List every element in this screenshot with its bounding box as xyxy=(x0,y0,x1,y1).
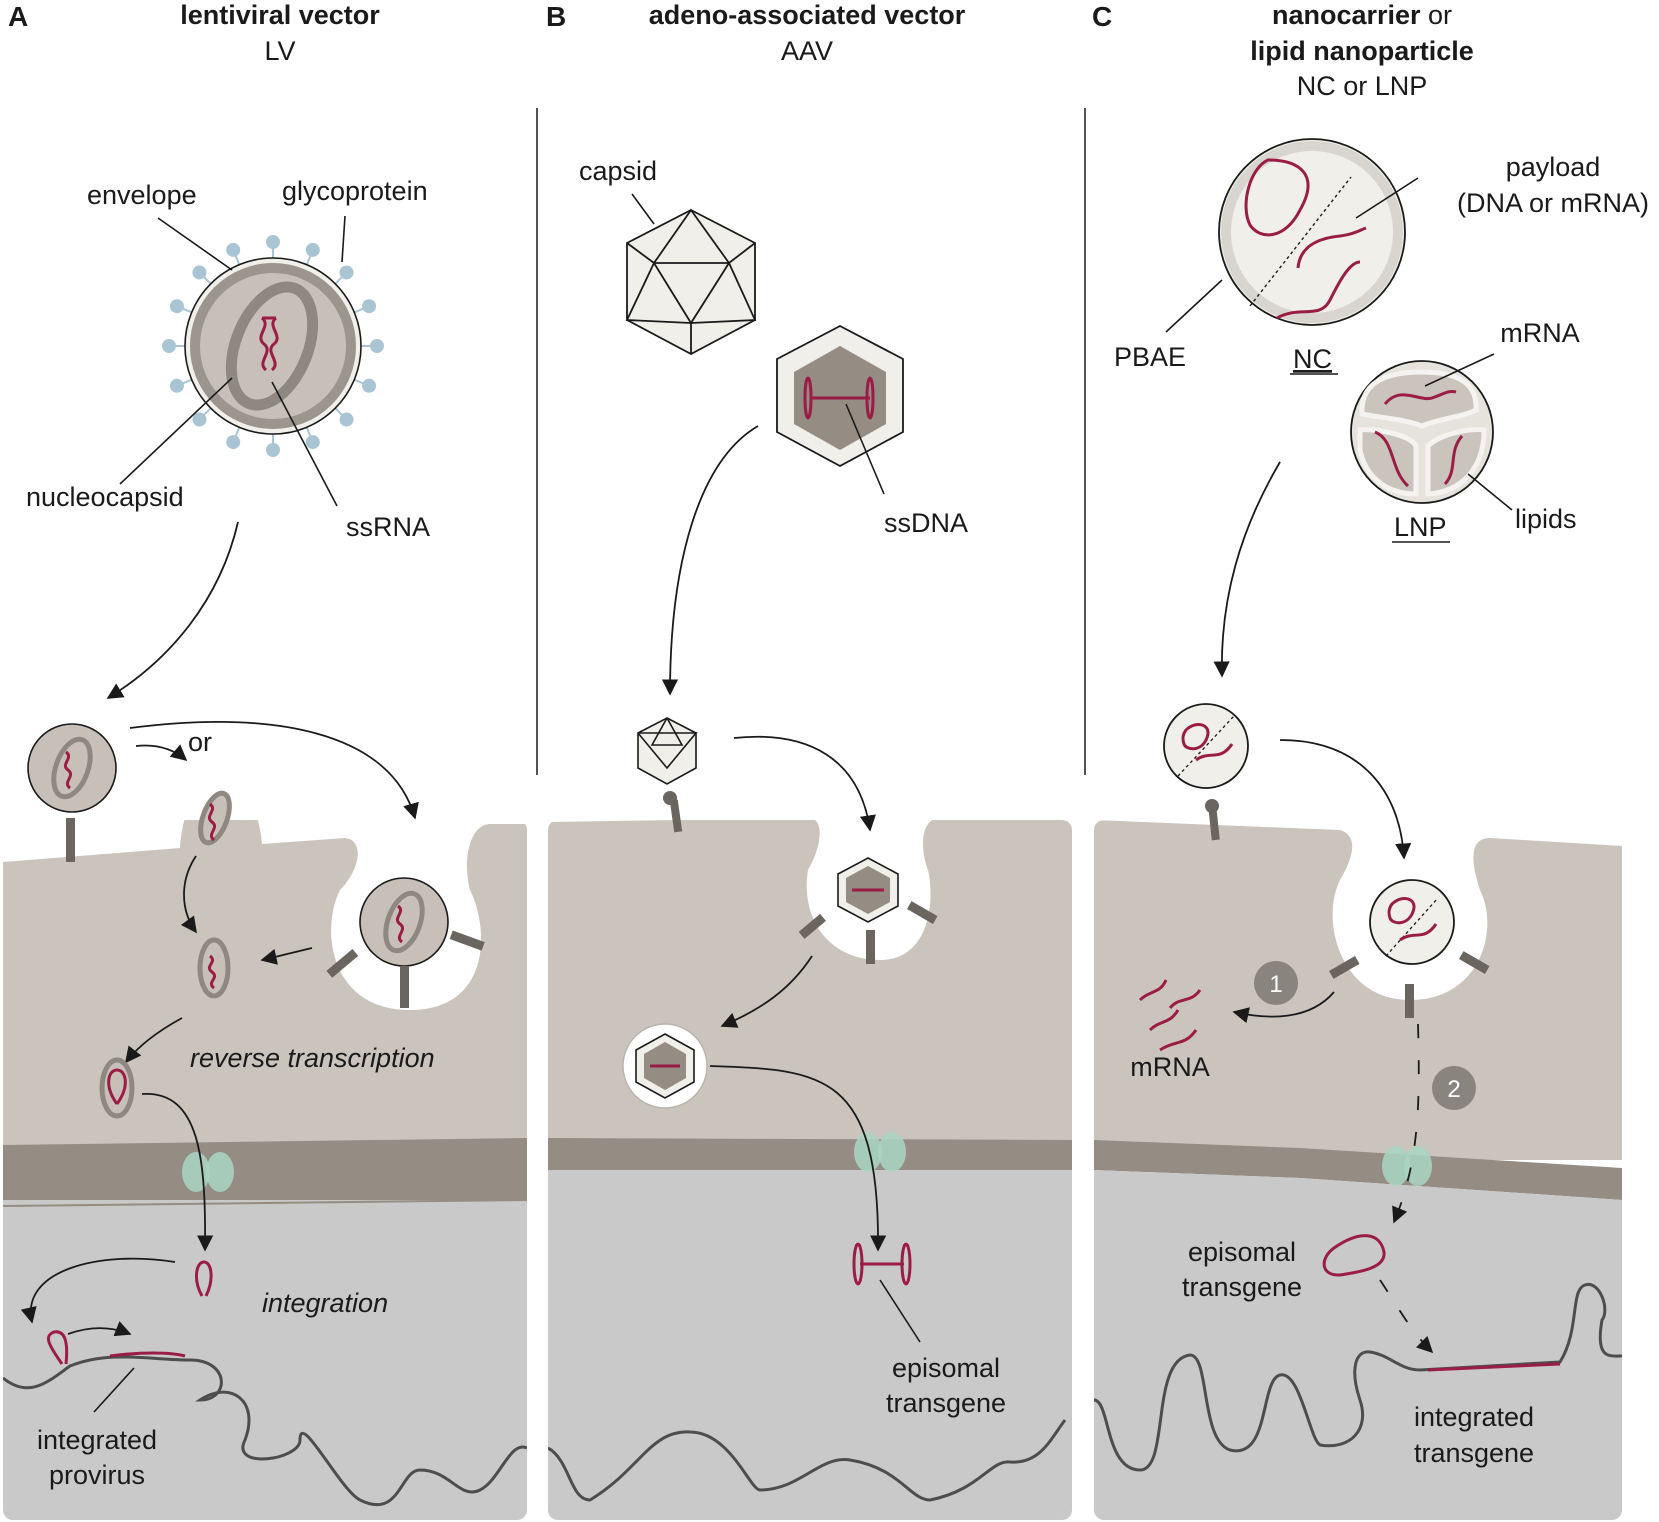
provirus-dna-icon xyxy=(195,1260,213,1297)
svg-text:1: 1 xyxy=(1269,971,1282,998)
panel-c-subtitle: NC or LNP xyxy=(1297,71,1428,101)
panel-letter-a: A xyxy=(8,1,28,32)
lentivirus-bound xyxy=(27,723,117,862)
label-reverse-transcription: reverse transcription xyxy=(190,1043,435,1073)
step-2-badge: 2 xyxy=(1432,1066,1476,1110)
label-integrated-c-2: transgene xyxy=(1414,1438,1534,1468)
glycoprotein-spikes-icon xyxy=(162,235,384,457)
glycoprotein-icon xyxy=(305,242,320,257)
nuclear-envelope-b xyxy=(548,1138,1072,1170)
cytoplasm-a xyxy=(3,820,527,1200)
lipid-nanoparticle-icon xyxy=(1350,360,1494,504)
label-payload-1: payload xyxy=(1506,152,1601,182)
glycoprotein-icon xyxy=(362,378,377,393)
nuclear-envelope-c xyxy=(1094,1140,1622,1200)
released-mrna-icon xyxy=(1138,979,1202,1052)
chromatin-b xyxy=(548,1419,1067,1502)
reverse-transcribed-capsid xyxy=(99,1057,135,1119)
nanocarrier-bound xyxy=(1163,703,1249,789)
label-mRNA-lnp: mRNA xyxy=(1500,318,1580,348)
nuclear-pore-icon xyxy=(182,1152,210,1192)
glycoprotein-icon xyxy=(169,299,184,314)
aav-cross-section xyxy=(776,324,904,468)
label-mRNA-cyto: mRNA xyxy=(1130,1052,1210,1082)
cytoplasm-c xyxy=(1094,820,1622,1160)
nanocarrier-icon xyxy=(1218,138,1406,326)
panel-b: B adeno-associated vector AAV capsid ssD… xyxy=(546,0,1072,1520)
label-payload-2: (DNA or mRNA) xyxy=(1457,188,1649,218)
panel-c-title-2: lipid nanoparticle xyxy=(1250,36,1474,66)
glycoprotein-icon xyxy=(370,339,384,353)
label-glycoprotein: glycoprotein xyxy=(282,176,428,206)
lentivirus-fusing xyxy=(198,790,232,846)
uncoated-capsid xyxy=(197,937,231,999)
label-PBAE: PBAE xyxy=(1114,342,1186,372)
glycoprotein-icon xyxy=(226,435,241,450)
panel-c: C nanocarrier or lipid nanoparticle NC o… xyxy=(1092,0,1649,1520)
glycoprotein-icon xyxy=(192,265,207,280)
label-capsid: capsid xyxy=(579,156,657,186)
label-envelope: envelope xyxy=(87,180,197,210)
label-integrated-provirus-2: provirus xyxy=(49,1460,145,1490)
glycoprotein-icon xyxy=(362,299,377,314)
glycoprotein-icon xyxy=(339,412,354,427)
panel-b-title: adeno-associated vector xyxy=(649,0,966,30)
label-integrated-c-1: integrated xyxy=(1414,1402,1534,1432)
panel-letter-c: C xyxy=(1092,1,1112,32)
episomal-plasmid-icon xyxy=(1322,1234,1386,1277)
arrow-entry-a xyxy=(106,521,239,699)
integrated-provirus-icon xyxy=(109,1351,186,1358)
cytoplasm-b xyxy=(548,820,1072,1160)
glycoprotein-icon xyxy=(226,242,241,257)
glycoprotein-icon xyxy=(266,235,280,249)
episomal-transgene-icon xyxy=(852,1242,912,1286)
aav-endosome xyxy=(837,857,899,923)
glycoprotein-icon xyxy=(169,378,184,393)
glycoprotein-icon xyxy=(162,339,176,353)
label-integrated-provirus-1: integrated xyxy=(37,1425,157,1455)
panel-a: A lentiviral vector LV envelope glycopro… xyxy=(3,0,527,1520)
nuclear-envelope-a xyxy=(3,1138,527,1206)
label-episomal-c-1: episomal xyxy=(1188,1237,1296,1267)
label-nucleocapsid: nucleocapsid xyxy=(26,482,184,512)
nucleus-c xyxy=(1094,1170,1622,1520)
label-ssDNA: ssDNA xyxy=(884,508,968,538)
label-episomal-c-2: transgene xyxy=(1182,1272,1302,1302)
nanocarrier-endosome xyxy=(1369,879,1455,965)
aav-bound xyxy=(637,717,698,785)
label-episomal-b-2: transgene xyxy=(886,1388,1006,1418)
label-LNP: LNP xyxy=(1394,512,1447,542)
label-lipids: lipids xyxy=(1515,504,1577,534)
glycoprotein-icon xyxy=(305,435,320,450)
lentivirus-particle xyxy=(162,235,384,457)
label-episomal-b-1: episomal xyxy=(892,1353,1000,1383)
lentivirus-endosome xyxy=(326,877,485,1008)
glycoprotein-icon xyxy=(266,443,280,457)
glycoprotein-icon xyxy=(192,412,207,427)
aav-endosome-cytoplasm xyxy=(622,1023,708,1109)
chromatin-c xyxy=(1094,1283,1622,1472)
label-ssRNA: ssRNA xyxy=(346,512,430,542)
panel-a-title: lentiviral vector xyxy=(180,0,380,30)
panel-b-subtitle: AAV xyxy=(781,36,833,66)
glycoprotein-icon xyxy=(339,265,354,280)
panel-letter-b: B xyxy=(546,1,566,32)
label-integration: integration xyxy=(262,1288,388,1318)
chromatin-a xyxy=(3,1355,527,1507)
label-NC: NC xyxy=(1293,344,1332,374)
svg-text:2: 2 xyxy=(1447,1076,1460,1103)
aav-capsid-icon xyxy=(625,208,757,356)
step-1-badge: 1 xyxy=(1254,961,1298,1005)
label-or: or xyxy=(188,727,212,757)
panel-c-title-1: nanocarrier or xyxy=(1272,0,1452,30)
panel-a-subtitle: LV xyxy=(264,36,295,66)
